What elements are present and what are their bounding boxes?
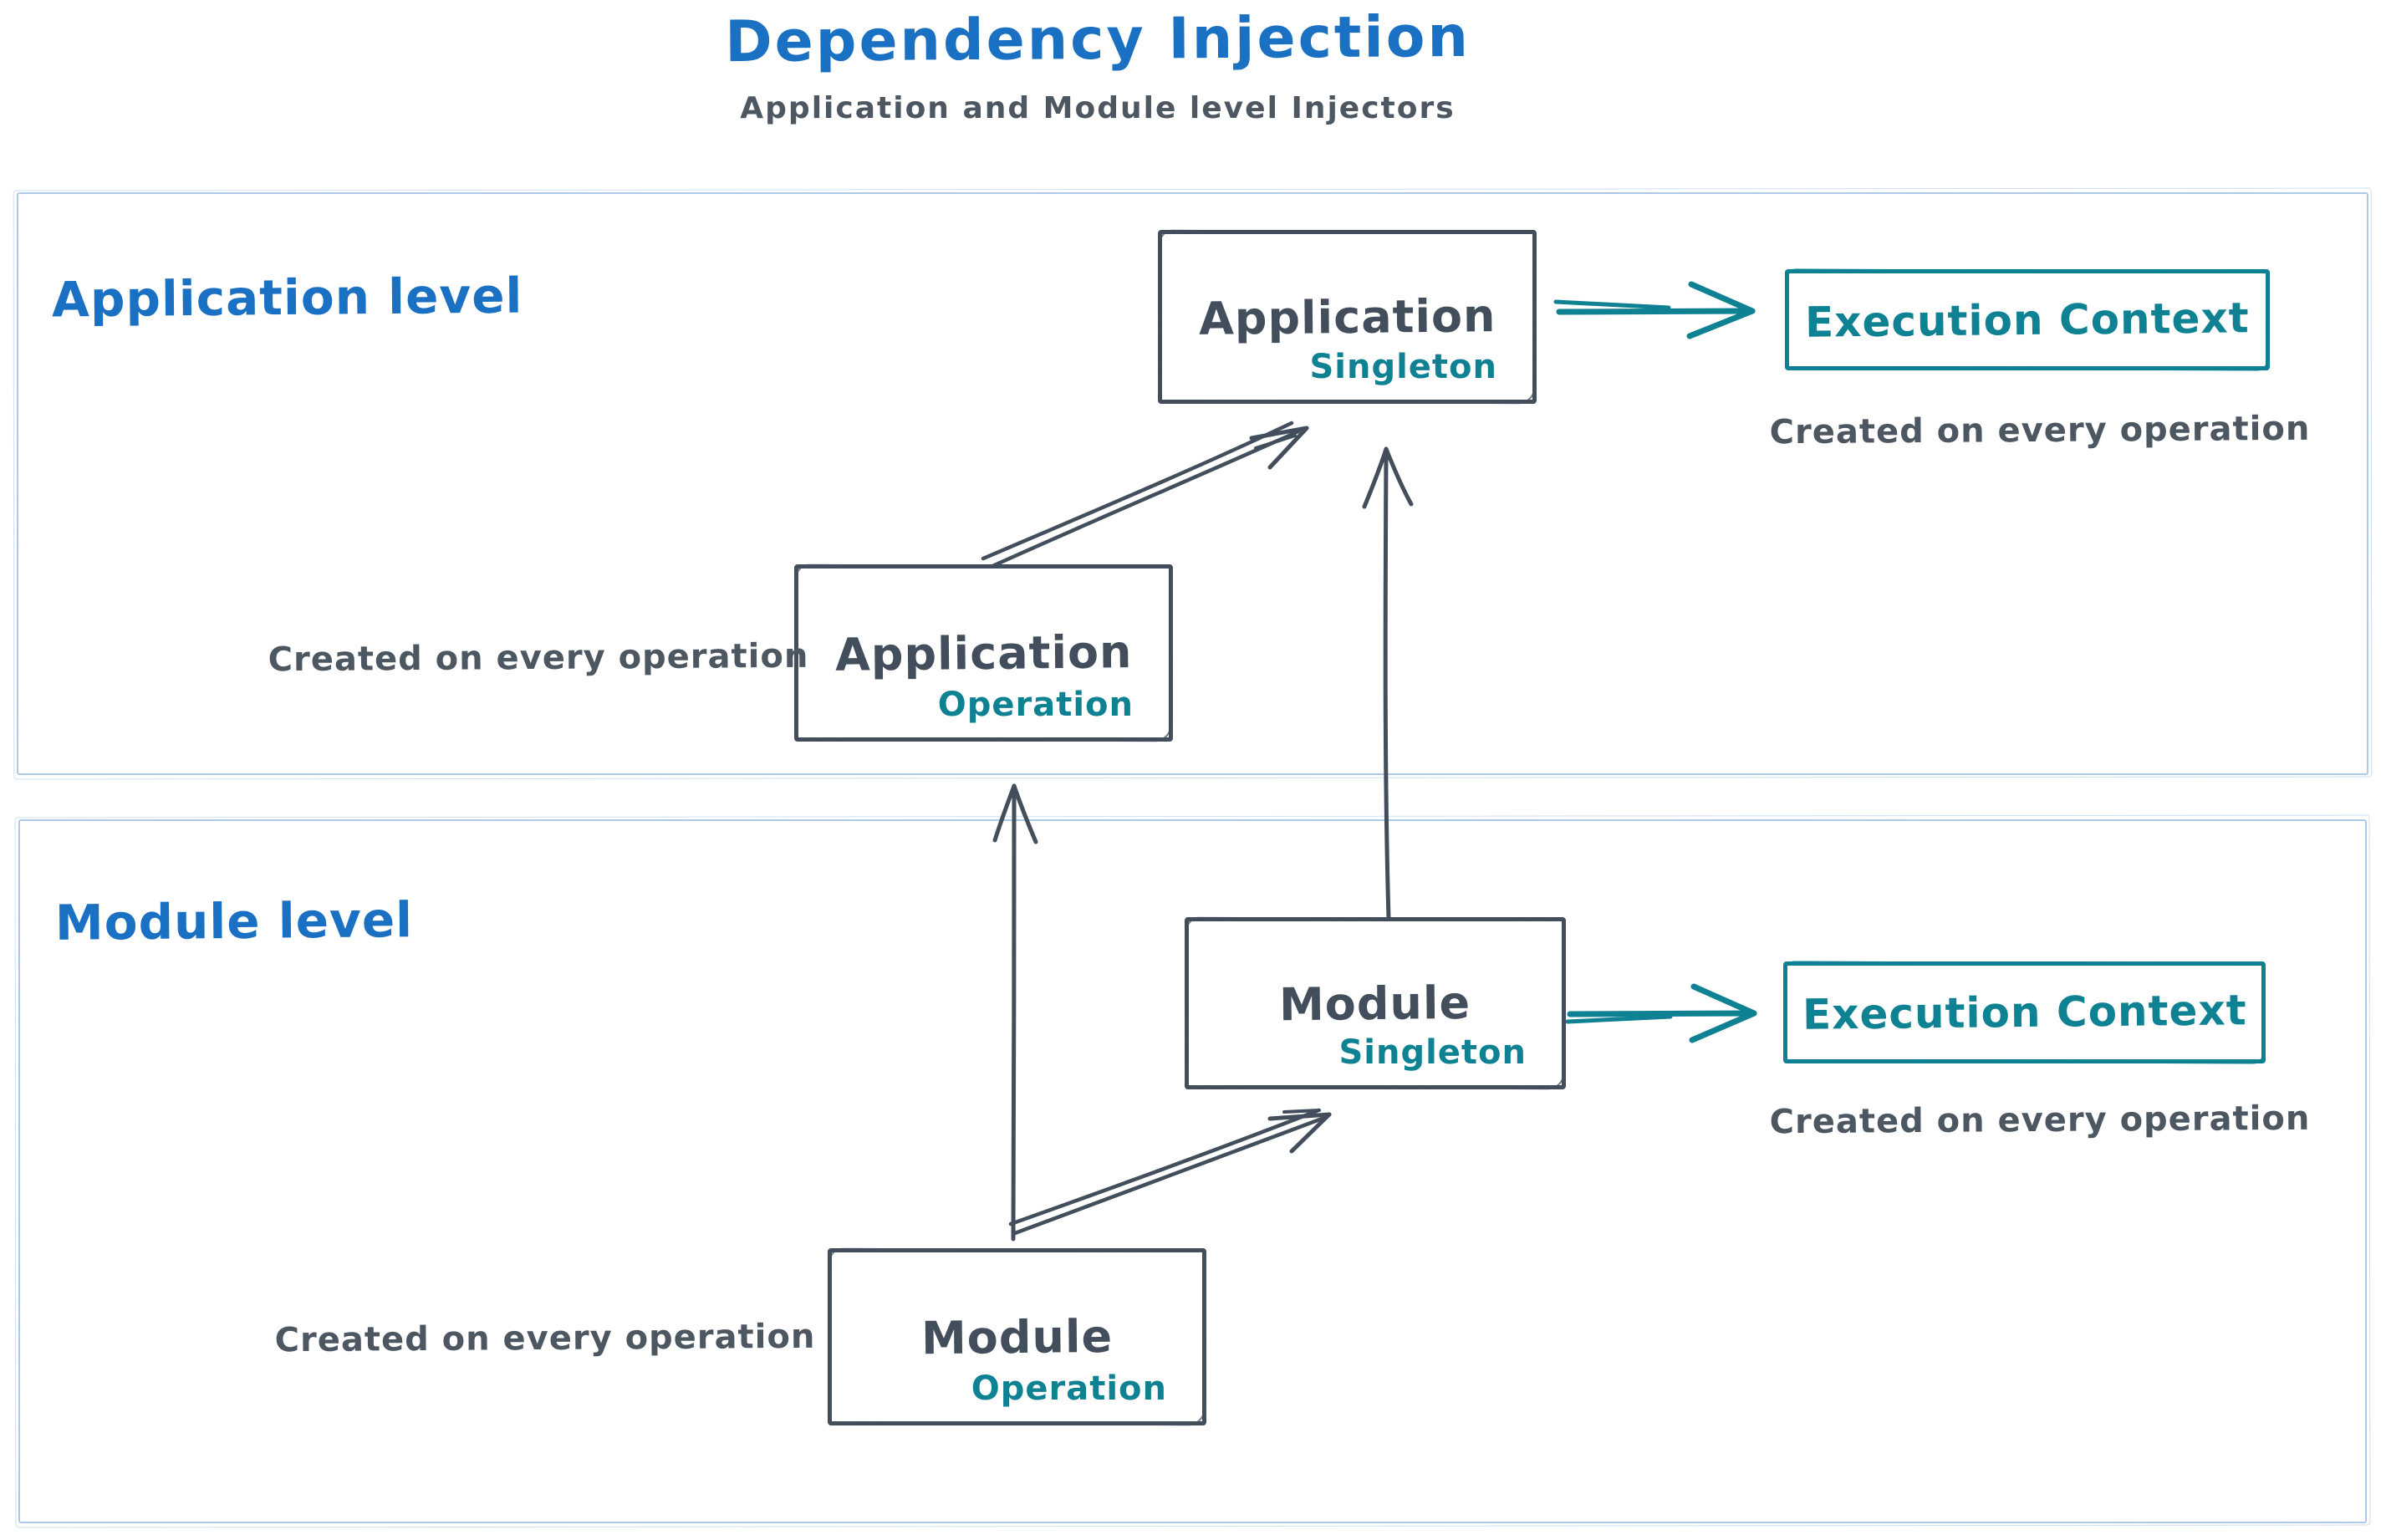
node-application-operation: Application Operation [794, 564, 1173, 742]
node-subtitle: Operation [971, 1369, 1167, 1408]
caption-created-on-every-operation: Created on every operation [1769, 409, 2311, 452]
node-application-singleton: Application Singleton [1158, 230, 1537, 404]
node-module-operation: Module Operation [828, 1248, 1206, 1425]
caption-created-on-every-operation: Created on every operation [1769, 1099, 2311, 1142]
node-title: Module [920, 1309, 1114, 1364]
node-title: Application [1198, 288, 1496, 345]
node-subtitle: Singleton [1309, 348, 1497, 386]
node-module-singleton: Module Singleton [1185, 917, 1566, 1089]
node-title: Application [834, 625, 1133, 681]
section-label-module-level: Module level [54, 891, 414, 951]
node-subtitle: Operation [937, 686, 1134, 724]
node-execution-context-module: Execution Context [1783, 961, 2266, 1063]
section-module-level [18, 819, 2367, 1523]
section-label-application-level: Application level [51, 267, 523, 329]
caption-created-on-every-operation: Created on every operation [268, 636, 809, 680]
node-execution-context-application: Execution Context [1785, 269, 2270, 370]
node-title: Execution Context [1804, 293, 2251, 347]
section-application-level [17, 192, 2368, 775]
node-title: Module [1279, 976, 1471, 1031]
node-title: Execution Context [1802, 986, 2247, 1039]
page-title: Dependency Injection [724, 3, 1471, 76]
diagram-header: Dependency Injection Application and Mod… [724, 3, 1471, 125]
page-subtitle: Application and Module level Injectors [740, 91, 1456, 125]
caption-created-on-every-operation: Created on every operation [274, 1317, 816, 1360]
node-subtitle: Singleton [1338, 1033, 1527, 1072]
